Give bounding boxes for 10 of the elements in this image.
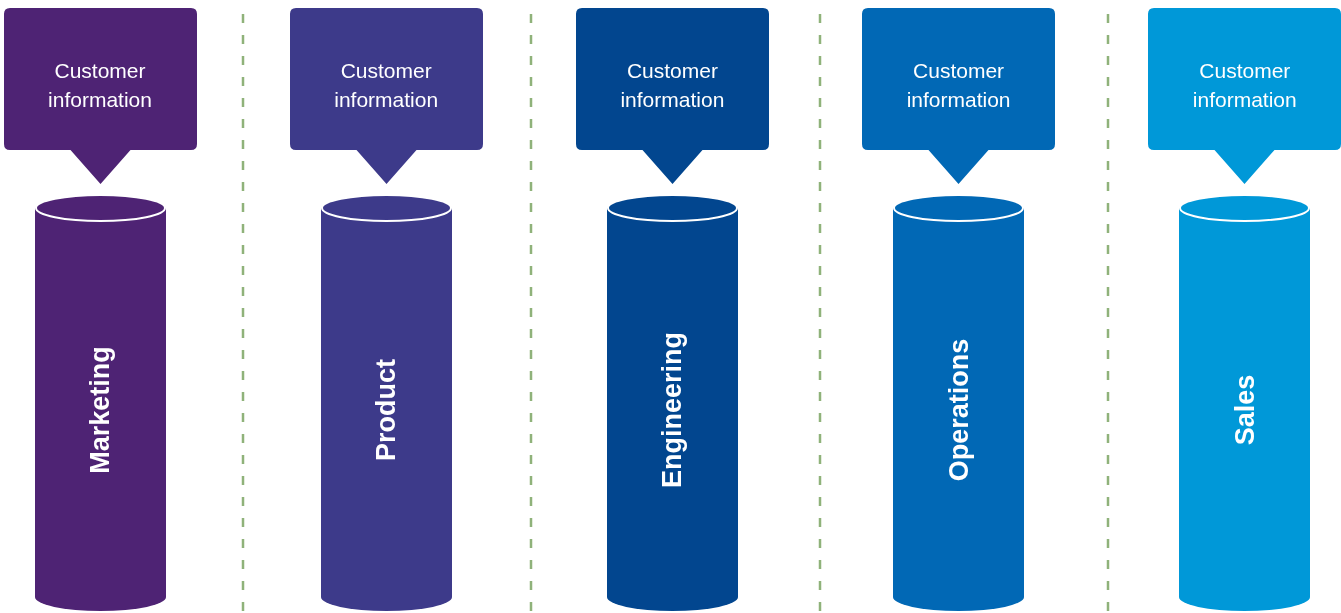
cylinder-label: Marketing <box>84 346 116 474</box>
cylinder-label: Product <box>370 359 402 461</box>
callout-text: Customer information <box>47 58 153 113</box>
cylinder-label: Operations <box>943 338 975 482</box>
callout-text: Customer information <box>619 58 726 113</box>
callout-text: Customer information <box>333 58 440 113</box>
callout-text: Customer information <box>1191 58 1298 113</box>
cylinder-label: Engineering <box>656 332 688 488</box>
cylinder-label: Sales <box>1229 374 1261 446</box>
callout-text: Customer information <box>905 58 1012 113</box>
